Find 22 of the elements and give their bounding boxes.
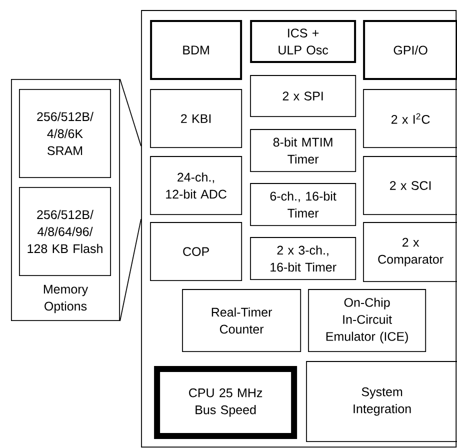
- module-box: 8-bit MTIM Timer: [250, 129, 356, 172]
- module-box: 2 x SCI: [363, 156, 457, 216]
- module-box: 2 x SPI: [250, 75, 356, 118]
- module-box: On-Chip In-Circuit Emulator (ICE): [308, 289, 426, 352]
- module-box: 6-ch., 16-bit Timer: [250, 183, 356, 226]
- callout-line: [120, 78, 142, 146]
- module-box: GPI/O: [363, 20, 457, 80]
- module-box: Real-Timer Counter: [182, 289, 302, 352]
- module-box: 2 x Comparator: [363, 222, 457, 282]
- module-box: 2 KBI: [150, 89, 242, 148]
- module-box: 24-ch., 12-bit ADC: [150, 156, 242, 216]
- callout-line: [120, 218, 142, 322]
- module-box: 256/512B/ 4/8/6K SRAM: [19, 89, 111, 178]
- chip-block-box: [141, 10, 457, 448]
- module-box: COP: [150, 222, 242, 282]
- module-box: BDM: [150, 20, 242, 80]
- cpu-box: CPU 25 MHz Bus Speed: [154, 366, 298, 440]
- module-box: 2 x I$^{2}$C: [363, 89, 457, 148]
- module-box: 2 x 3-ch., 16-bit Timer: [250, 237, 356, 280]
- module-box: ICS + ULP Osc: [250, 20, 356, 64]
- module-box: System Integration: [306, 361, 457, 442]
- module-box: 256/512B/ 4/8/64/96/ 128 KB Flash: [19, 187, 111, 276]
